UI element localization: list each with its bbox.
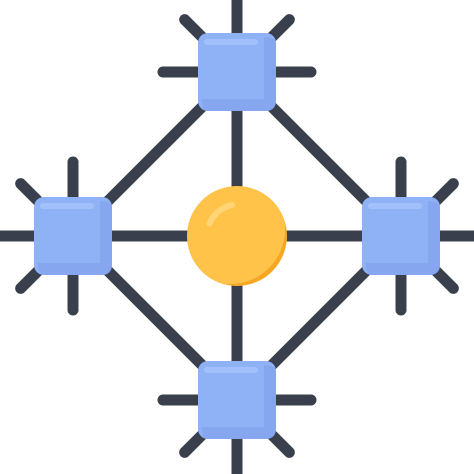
- left-node-highlight: [40, 203, 94, 209]
- right-node-shade: [366, 201, 440, 275]
- center-hub-circle: [187, 186, 287, 286]
- right-node-square: [362, 197, 440, 275]
- bottom-node-square: [198, 361, 276, 439]
- center-hub-highlight: [206, 202, 235, 227]
- left-node-square: [34, 197, 112, 275]
- top-node-shade: [202, 37, 276, 111]
- top-node-square: [198, 33, 276, 111]
- top-node-highlight: [204, 39, 258, 45]
- center-hub-shade: [222, 221, 287, 286]
- right-node-highlight: [368, 203, 422, 209]
- bottom-node-shade: [202, 365, 276, 439]
- left-node-shade: [38, 201, 112, 275]
- bottom-node-highlight: [204, 367, 258, 373]
